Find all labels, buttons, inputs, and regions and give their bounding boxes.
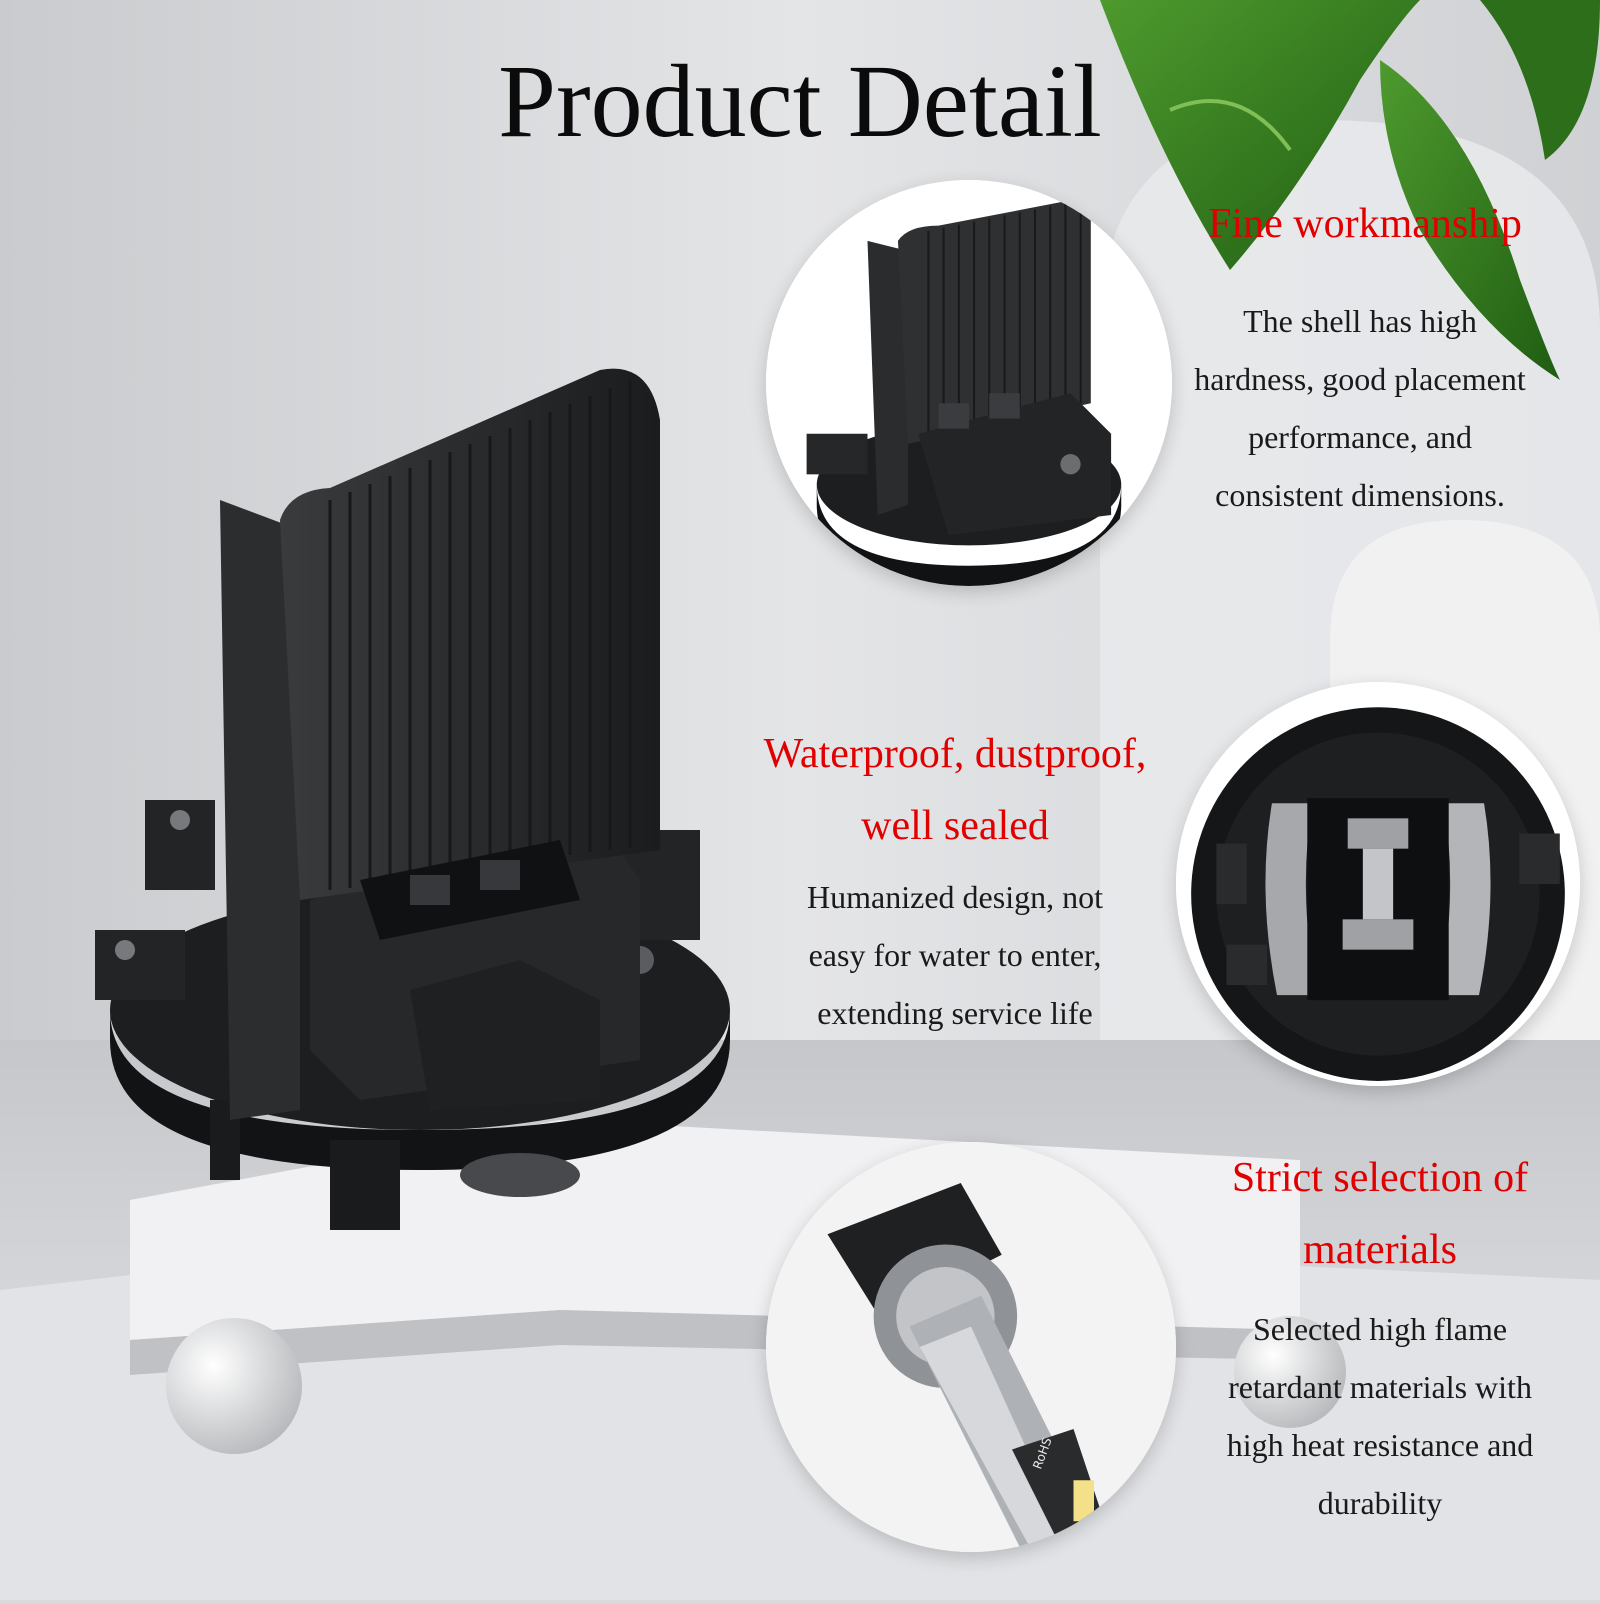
- shell-closeup-image: [766, 180, 1172, 586]
- feature-body-workmanship: The shell has high hardness, good placem…: [1160, 292, 1560, 524]
- feature-heading-materials: Strict selection of materials: [1180, 1142, 1580, 1286]
- feature-heading-line: well sealed: [861, 803, 1049, 849]
- feature-body-line: extending service life: [817, 995, 1093, 1031]
- decor-sphere: [166, 1318, 302, 1454]
- detail-circle-seal: [1176, 682, 1580, 1086]
- page-title: Product Detail: [498, 44, 1102, 159]
- feature-body-materials: Selected high flame retardant materials …: [1180, 1300, 1580, 1532]
- feature-heading-line: Waterproof, dustproof,: [763, 731, 1147, 777]
- feature-heading-line: materials: [1303, 1227, 1457, 1273]
- decor-sphere: [1234, 1316, 1346, 1428]
- feature-body-line: high heat resistance and: [1226, 1427, 1534, 1463]
- feature-heading-line: Strict selection of: [1231, 1155, 1529, 1201]
- feature-body-line: hardness, good placement: [1194, 361, 1526, 397]
- feature-body-line: durability: [1317, 1485, 1443, 1521]
- feature-body-line: Humanized design, not: [807, 879, 1103, 915]
- main-product-image: [95, 368, 730, 1230]
- feature-heading-workmanship: Fine workmanship: [1208, 201, 1522, 247]
- seal-closeup-image: [1176, 682, 1580, 1086]
- plant-leaves: [1100, 0, 1600, 380]
- detail-circle-materials: RoHS: [766, 1142, 1176, 1552]
- feature-body-line: performance, and: [1248, 419, 1472, 455]
- feature-body-line: retardant materials with: [1228, 1369, 1532, 1405]
- feature-body-waterproof: Humanized design, not easy for water to …: [720, 868, 1190, 1042]
- feature-body-line: consistent dimensions.: [1215, 477, 1505, 513]
- detail-circle-shell: [766, 180, 1172, 586]
- materials-closeup-image: RoHS: [766, 1142, 1176, 1552]
- feature-body-line: The shell has high: [1243, 303, 1477, 339]
- feature-body-line: easy for water to enter,: [808, 937, 1102, 973]
- feature-body-line: Selected high flame: [1252, 1311, 1508, 1347]
- feature-heading-waterproof: Waterproof, dustproof, well sealed: [720, 718, 1190, 862]
